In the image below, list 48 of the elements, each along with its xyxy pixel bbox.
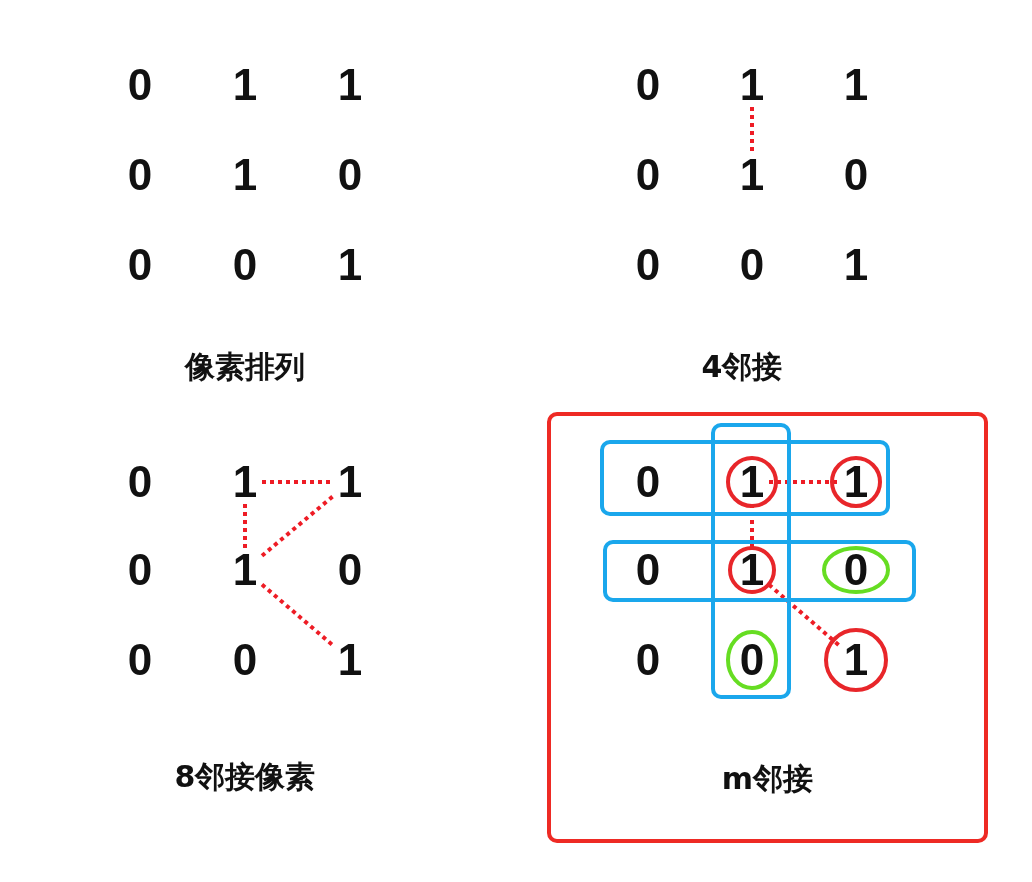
pixel-value: 0 — [839, 153, 873, 197]
pixel-value: 1 — [228, 460, 262, 504]
pixel-value: 0 — [123, 460, 157, 504]
pixel-value: 0 — [631, 153, 665, 197]
pixel-value: 0 — [123, 153, 157, 197]
panel-caption: m邻接 — [721, 760, 814, 798]
highlight-frame — [547, 412, 988, 843]
dotted-connector — [243, 504, 247, 548]
pixel-value: 0 — [631, 63, 665, 107]
pixel-value: 0 — [228, 243, 262, 287]
pixel-value: 1 — [839, 63, 873, 107]
pixel-value: 0 — [735, 243, 769, 287]
pixel-value: 1 — [839, 243, 873, 287]
pixel-value: 1 — [735, 548, 769, 592]
pixel-value: 1 — [735, 460, 769, 504]
pixel-value: 0 — [123, 638, 157, 682]
pixel-value: 0 — [333, 153, 367, 197]
pixel-value: 1 — [228, 153, 262, 197]
dotted-connector — [767, 583, 841, 647]
pixel-value: 1 — [333, 243, 367, 287]
pixel-value: 0 — [228, 638, 262, 682]
dotted-connector — [260, 494, 335, 558]
pixel-value: 0 — [631, 548, 665, 592]
pixel-value: 1 — [333, 460, 367, 504]
panel-caption: 像素排列 — [183, 348, 306, 386]
dotted-connector — [750, 107, 754, 153]
pixel-value: 0 — [123, 63, 157, 107]
pixel-value: 1 — [228, 63, 262, 107]
dotted-connector — [262, 480, 333, 484]
pixel-value: 0 — [631, 638, 665, 682]
pixel-value: 1 — [839, 638, 873, 682]
pixel-value: 0 — [631, 460, 665, 504]
panel-caption: 4邻接 — [700, 348, 784, 386]
pixel-value: 0 — [333, 548, 367, 592]
dotted-connector — [769, 480, 839, 484]
pixel-value: 1 — [839, 460, 873, 504]
panel-caption: 8邻接像素 — [173, 758, 317, 796]
pixel-value: 1 — [333, 63, 367, 107]
dotted-connector — [260, 583, 335, 647]
pixel-value: 1 — [333, 638, 367, 682]
pixel-value: 0 — [735, 638, 769, 682]
pixel-value: 0 — [123, 548, 157, 592]
pixel-value: 0 — [631, 243, 665, 287]
pixel-value: 1 — [228, 548, 262, 592]
pixel-value: 1 — [735, 153, 769, 197]
pixel-value: 1 — [735, 63, 769, 107]
pixel-value: 0 — [839, 548, 873, 592]
pixel-value: 0 — [123, 243, 157, 287]
